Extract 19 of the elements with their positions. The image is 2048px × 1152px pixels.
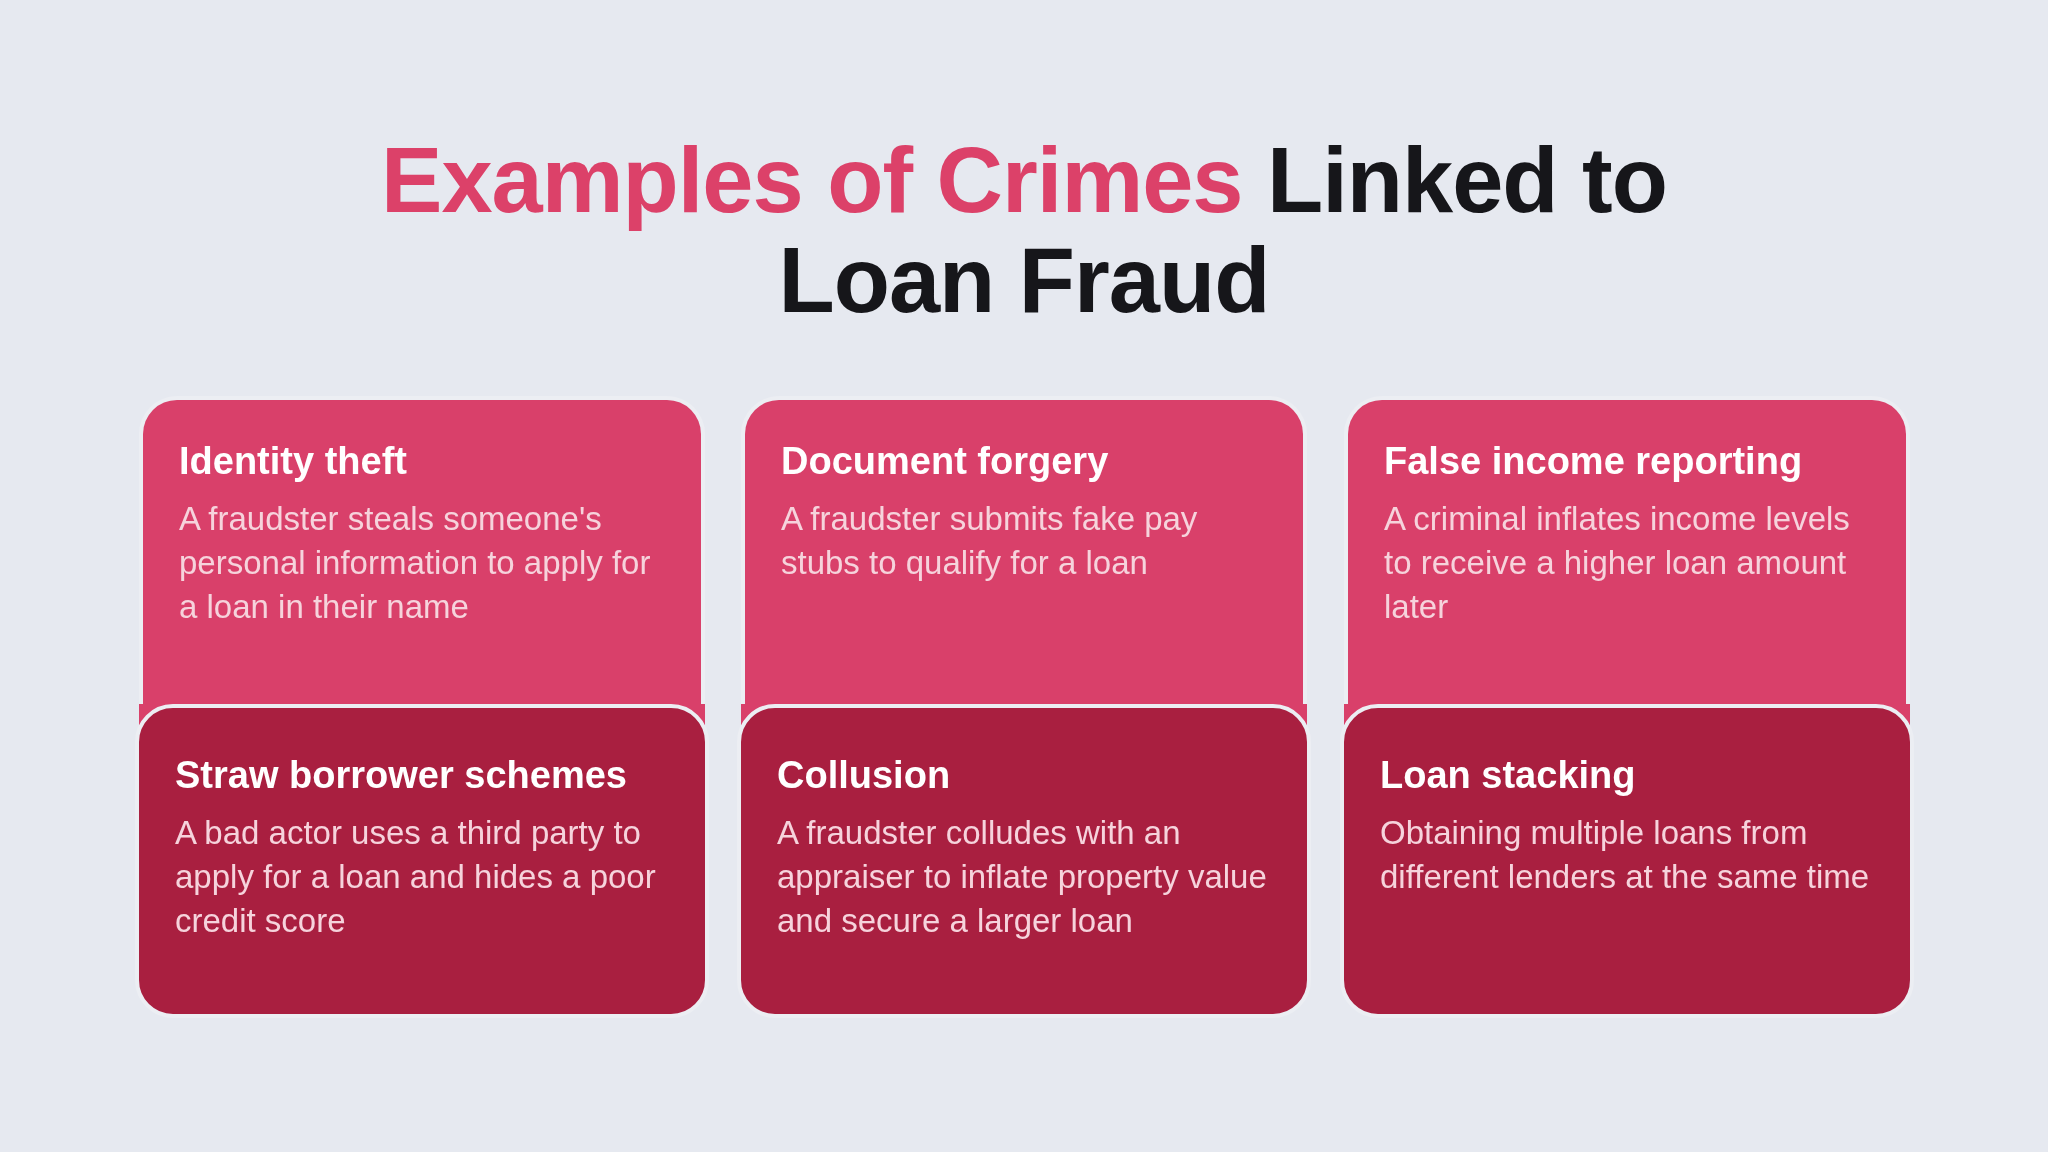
fraud-card — [741, 396, 1307, 704]
card-heading: False income reporting — [1384, 440, 1804, 483]
card-heading: Loan stacking — [1380, 754, 1637, 797]
card-description: A bad actor uses a third party to apply for a loan and hides a poor credit score — [175, 813, 657, 941]
card-description: Obtaining multiple loans from different lenders at the same time — [1380, 813, 1871, 897]
fraud-card — [135, 704, 709, 1018]
card-heading: Identity theft — [179, 440, 408, 483]
card-description: A fraudster colludes with an appraiser to inflate property value and secure a larger loan — [777, 813, 1268, 941]
card-heading: Straw borrower schemes — [175, 754, 628, 797]
fraud-card — [1344, 396, 1910, 704]
fraud-card — [737, 704, 1311, 1018]
title: Examples of Crimes Linked to Loan Fraud — [380, 130, 1668, 330]
card-heading: Collusion — [777, 754, 952, 797]
fraud-card — [1340, 704, 1914, 1018]
card-description: A fraudster submits fake pay stubs to qualify for a loan — [781, 499, 1199, 583]
fraud-card — [139, 396, 705, 704]
card-description: A criminal inflates income levels to receive a higher loan amount later — [1384, 499, 1851, 627]
card-description: A fraudster steals someone's personal information to apply for a loan in their name — [179, 499, 652, 627]
card-heading: Document forgery — [781, 440, 1110, 483]
